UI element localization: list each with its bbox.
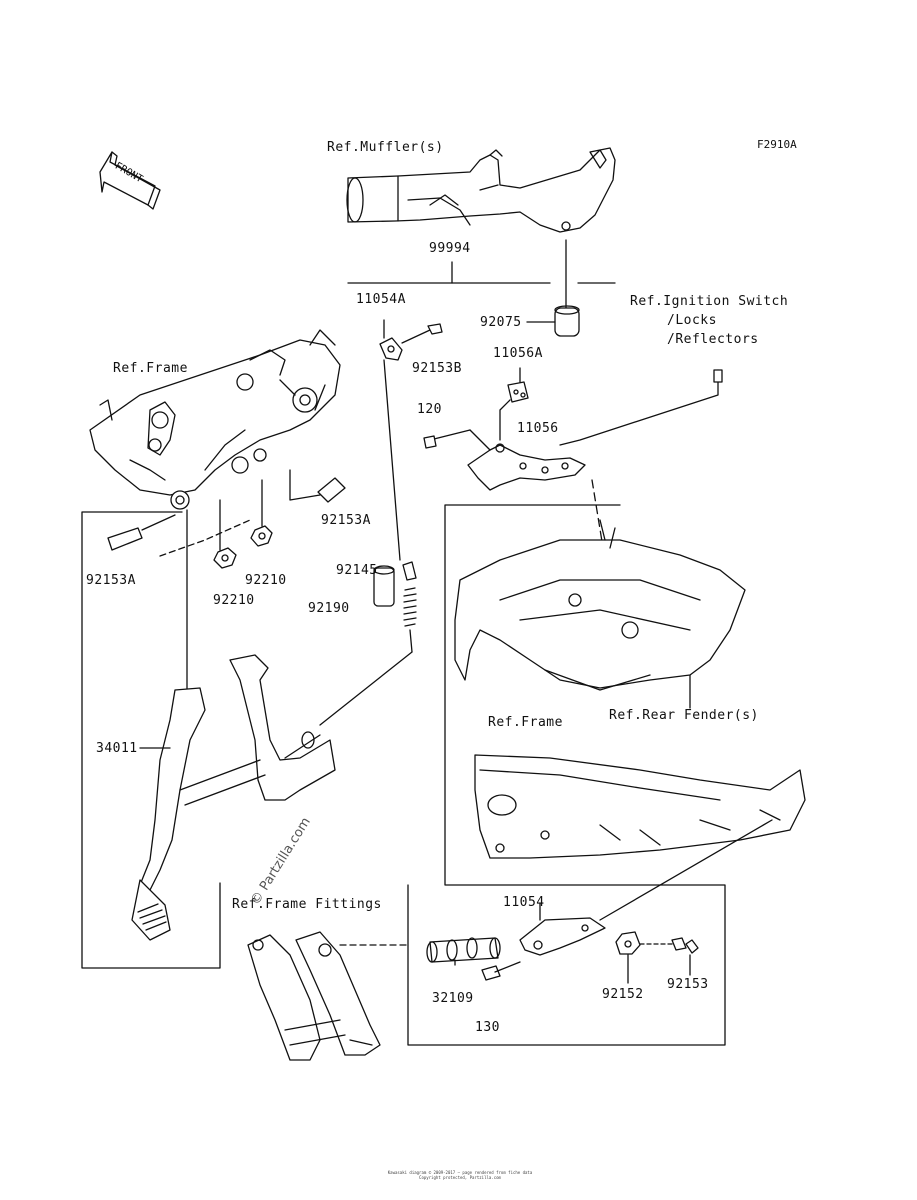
part-130-label[interactable]: 130 bbox=[475, 1020, 500, 1035]
leader-rod bbox=[599, 819, 773, 921]
ref-ignition-label-2[interactable]: /Locks bbox=[667, 313, 717, 328]
spring-92145 bbox=[383, 359, 417, 653]
leader-spring-stand bbox=[319, 651, 413, 726]
part-32109-label[interactable]: 32109 bbox=[432, 991, 474, 1006]
bolt-92153B bbox=[401, 323, 443, 344]
part-99994-label[interactable]: 99994 bbox=[429, 241, 471, 256]
ref-rear-fender-label[interactable]: Ref.Rear Fender(s) bbox=[609, 708, 759, 723]
screw-icon bbox=[713, 369, 723, 383]
bolt-130 bbox=[481, 961, 521, 981]
leader-dash-frame bbox=[591, 479, 631, 661]
stand-group-box bbox=[81, 511, 221, 969]
bolt-92153A-right bbox=[289, 469, 346, 503]
part-92153A-right-label[interactable]: 92153A bbox=[321, 513, 371, 528]
frame-fittings-reference bbox=[247, 931, 381, 1061]
part-11054-label[interactable]: 11054 bbox=[503, 895, 545, 910]
bracket-11054 bbox=[519, 902, 606, 956]
rear-group-box bbox=[407, 504, 726, 1046]
part-92153-label[interactable]: 92153 bbox=[667, 977, 709, 992]
ref-frame-fittings-label[interactable]: Ref.Frame Fittings bbox=[232, 897, 382, 912]
leader-dash-1 bbox=[159, 519, 251, 557]
part-92075-label[interactable]: 92075 bbox=[480, 315, 522, 330]
damper-32109 bbox=[426, 937, 501, 966]
part-92210-b-label[interactable]: 92210 bbox=[213, 593, 255, 608]
nut-92210 bbox=[213, 479, 273, 569]
footer-line-2: Copyright protected, Partzilla.com bbox=[419, 1175, 501, 1180]
ref-ignition-label-1[interactable]: Ref.Ignition Switch bbox=[630, 294, 789, 309]
part-34011-label[interactable]: 34011 bbox=[96, 741, 138, 756]
part-11056-label[interactable]: 11056 bbox=[517, 421, 559, 436]
bolt-92153 bbox=[639, 937, 699, 976]
nut-92152 bbox=[615, 931, 641, 984]
bracket-11056A bbox=[507, 367, 529, 403]
part-92153A-left-label[interactable]: 92153A bbox=[86, 573, 136, 588]
ref-frame-label-left[interactable]: Ref.Frame bbox=[113, 361, 188, 376]
drawing-id: F2910A bbox=[757, 138, 797, 151]
frame-right-reference bbox=[454, 519, 746, 691]
part-11054A-label[interactable]: 11054A bbox=[356, 292, 406, 307]
part-11056A-label[interactable]: 11056A bbox=[493, 346, 543, 361]
bolt-120 bbox=[423, 429, 491, 451]
bracket-11056 bbox=[467, 399, 586, 491]
frame-right-lower bbox=[474, 754, 806, 859]
part-92210-a-label[interactable]: 92210 bbox=[245, 573, 287, 588]
part-120-label[interactable]: 120 bbox=[417, 402, 442, 417]
muffler-reference bbox=[346, 147, 616, 233]
bracket-11054A bbox=[379, 319, 403, 361]
leader-ignition bbox=[559, 369, 719, 446]
ref-ignition-label-3[interactable]: /Reflectors bbox=[667, 332, 759, 347]
grommet-92075 bbox=[526, 305, 580, 337]
part-92145-label[interactable]: 92145 bbox=[336, 563, 378, 578]
footer-line-1: Kawasaki diagram © 2009-2017 — page rend… bbox=[387, 1170, 533, 1175]
center-stand-34011 bbox=[131, 654, 336, 941]
front-arrow-icon: FRONT bbox=[99, 151, 161, 210]
part-92153B-label[interactable]: 92153B bbox=[412, 361, 462, 376]
bolt-92153A-left bbox=[107, 514, 176, 551]
part-92152-label[interactable]: 92152 bbox=[602, 987, 644, 1002]
footer-copyright: Kawasaki diagram © 2009-2017 — page rend… bbox=[340, 1170, 580, 1180]
part-92190-label[interactable]: 92190 bbox=[308, 601, 350, 616]
ref-frame-label-right[interactable]: Ref.Frame bbox=[488, 715, 563, 730]
ref-muffler-label[interactable]: Ref.Muffler(s) bbox=[327, 140, 444, 155]
sleeve-92190 bbox=[373, 565, 395, 607]
frame-left-reference bbox=[89, 329, 341, 510]
